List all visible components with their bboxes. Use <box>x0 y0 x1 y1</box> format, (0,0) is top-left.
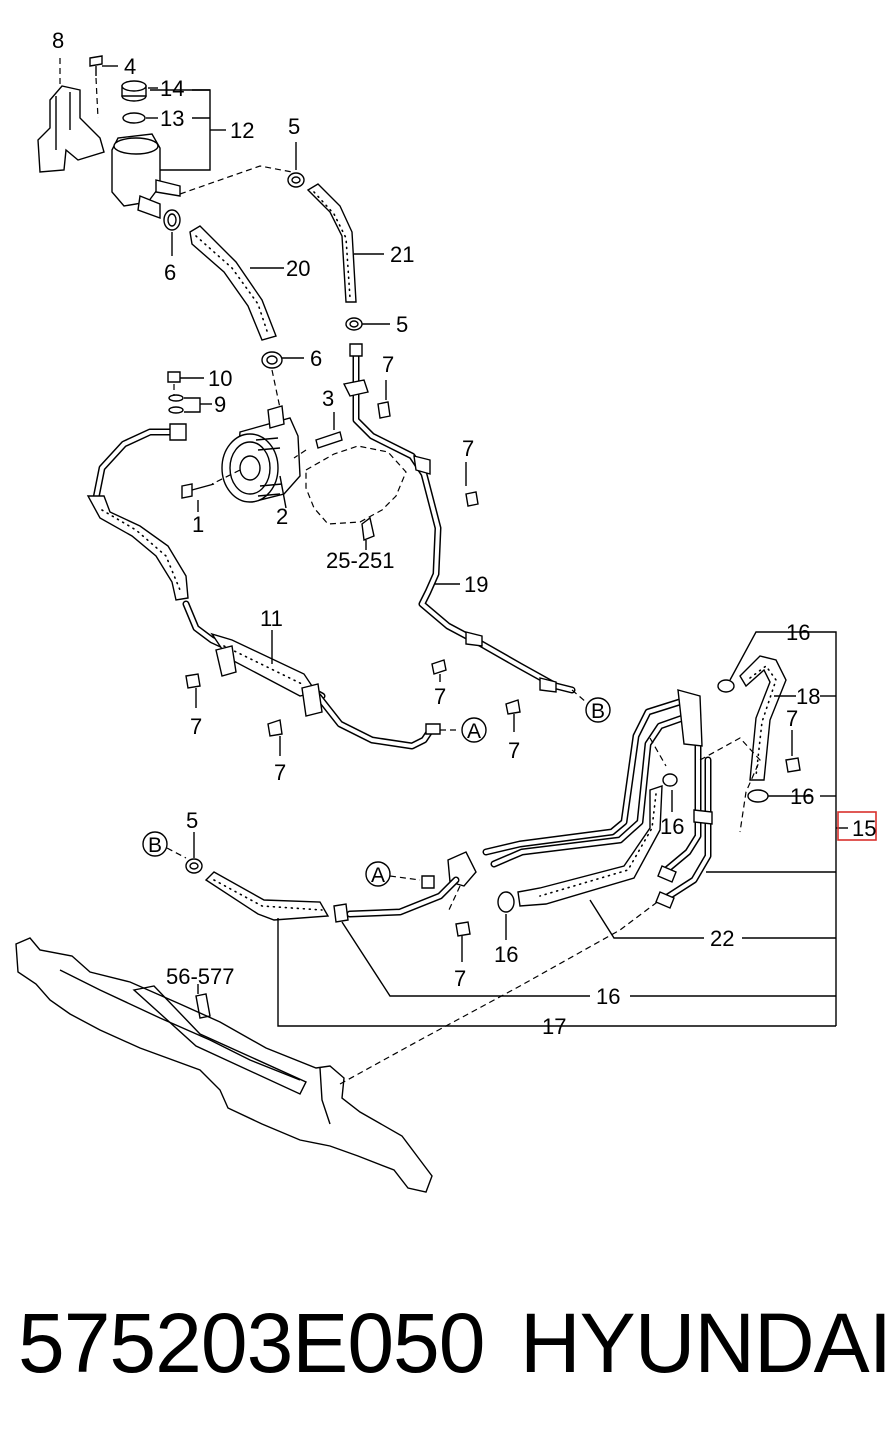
callout-22: 22 <box>710 926 734 951</box>
part-number: 575203E050 <box>18 1296 485 1390</box>
callout-16: 16 <box>596 984 620 1009</box>
callout-18: 18 <box>796 684 820 709</box>
power-steering-pump <box>211 405 301 509</box>
callout-7: 7 <box>462 436 474 461</box>
connector-a <box>440 717 487 743</box>
connector-b <box>571 689 611 723</box>
brand-name: HYUNDAI <box>520 1296 887 1390</box>
callout-56-577: 56-577 <box>166 964 235 989</box>
callout-16: 16 <box>494 942 518 967</box>
highlight-box <box>837 811 877 841</box>
washers-9 <box>168 394 212 414</box>
callout-7: 7 <box>190 714 202 739</box>
callout-25-251: 25-251 <box>326 548 395 573</box>
caption: 575203E050 HYUNDAI <box>0 1295 887 1405</box>
callout-16: 16 <box>660 814 684 839</box>
callout-3: 3 <box>322 386 334 411</box>
bolt-3 <box>293 412 343 459</box>
hose-17 <box>142 831 836 1027</box>
callout-7: 7 <box>786 706 798 731</box>
bolt-7 <box>455 921 471 962</box>
return-hose-21 <box>306 183 384 303</box>
connector-a <box>365 861 421 887</box>
hose-clamp <box>261 351 304 409</box>
callout-14: 14 <box>160 76 184 101</box>
pump-bracket <box>305 445 407 550</box>
bolt-7 <box>377 380 521 732</box>
callout-11: 11 <box>260 606 283 631</box>
callout-2: 2 <box>276 504 288 529</box>
callout-5: 5 <box>396 312 408 337</box>
reservoir-bracket <box>37 58 105 173</box>
callout-16: 16 <box>786 620 810 645</box>
bolt-4 <box>89 55 103 119</box>
bolt-1 <box>181 483 215 512</box>
power-steering-hose-diagram: 8 4 14 13 12 5 6 20 21 5 6 10 9 3 7 7 1 … <box>15 28 877 1193</box>
reservoir-seal <box>122 112 146 124</box>
callout-6: 6 <box>164 260 176 285</box>
callout-17: 17 <box>542 1014 566 1039</box>
connector-labels: A B A B <box>148 700 605 887</box>
callout-21: 21 <box>390 242 414 267</box>
callout-8: 8 <box>52 28 64 53</box>
callout-20: 20 <box>286 256 310 281</box>
reservoir-body <box>111 133 293 219</box>
callout-12: 12 <box>230 118 254 143</box>
callout-10: 10 <box>208 366 232 391</box>
connector-b-label: B <box>148 834 162 857</box>
hose-22 <box>497 773 704 940</box>
tube-bracket <box>346 851 477 918</box>
connector-b-label: B <box>591 700 605 723</box>
connector-a-label: A <box>371 864 385 887</box>
hose-clamp <box>163 209 181 256</box>
callout-16: 16 <box>790 784 814 809</box>
pressure-tube-19 <box>342 343 576 694</box>
bolt-7 <box>785 730 801 773</box>
callout-1: 1 <box>192 512 204 537</box>
callout-5: 5 <box>186 808 198 833</box>
callout-7: 7 <box>454 966 466 991</box>
callout-9: 9 <box>214 392 226 417</box>
steering-gear <box>15 899 661 1193</box>
hose-clamp <box>287 142 305 188</box>
callout-labels: 8 4 14 13 12 5 6 20 21 5 6 10 9 3 7 7 1 … <box>52 28 876 1039</box>
callout-19: 19 <box>464 572 488 597</box>
pressure-hose-11 <box>86 423 441 750</box>
suction-hose-20 <box>189 225 284 341</box>
callout-7: 7 <box>434 684 446 709</box>
group-bracket-15 <box>706 631 848 1026</box>
callout-5: 5 <box>288 114 300 139</box>
callout-7: 7 <box>382 352 394 377</box>
bolt-7 <box>185 673 283 756</box>
leaders-top <box>102 65 226 171</box>
reservoir-cap <box>121 80 147 102</box>
hose-clamp <box>345 317 390 331</box>
cooler-tubes <box>482 689 812 909</box>
callout-7: 7 <box>508 738 520 763</box>
callout-4: 4 <box>124 54 136 79</box>
callout-13: 13 <box>160 106 184 131</box>
connector-a-label: A <box>467 720 481 743</box>
callout-7: 7 <box>274 760 286 785</box>
callout-15: 15 <box>852 816 876 841</box>
cooler-hose-18 <box>717 631 812 803</box>
callout-6: 6 <box>310 346 322 371</box>
